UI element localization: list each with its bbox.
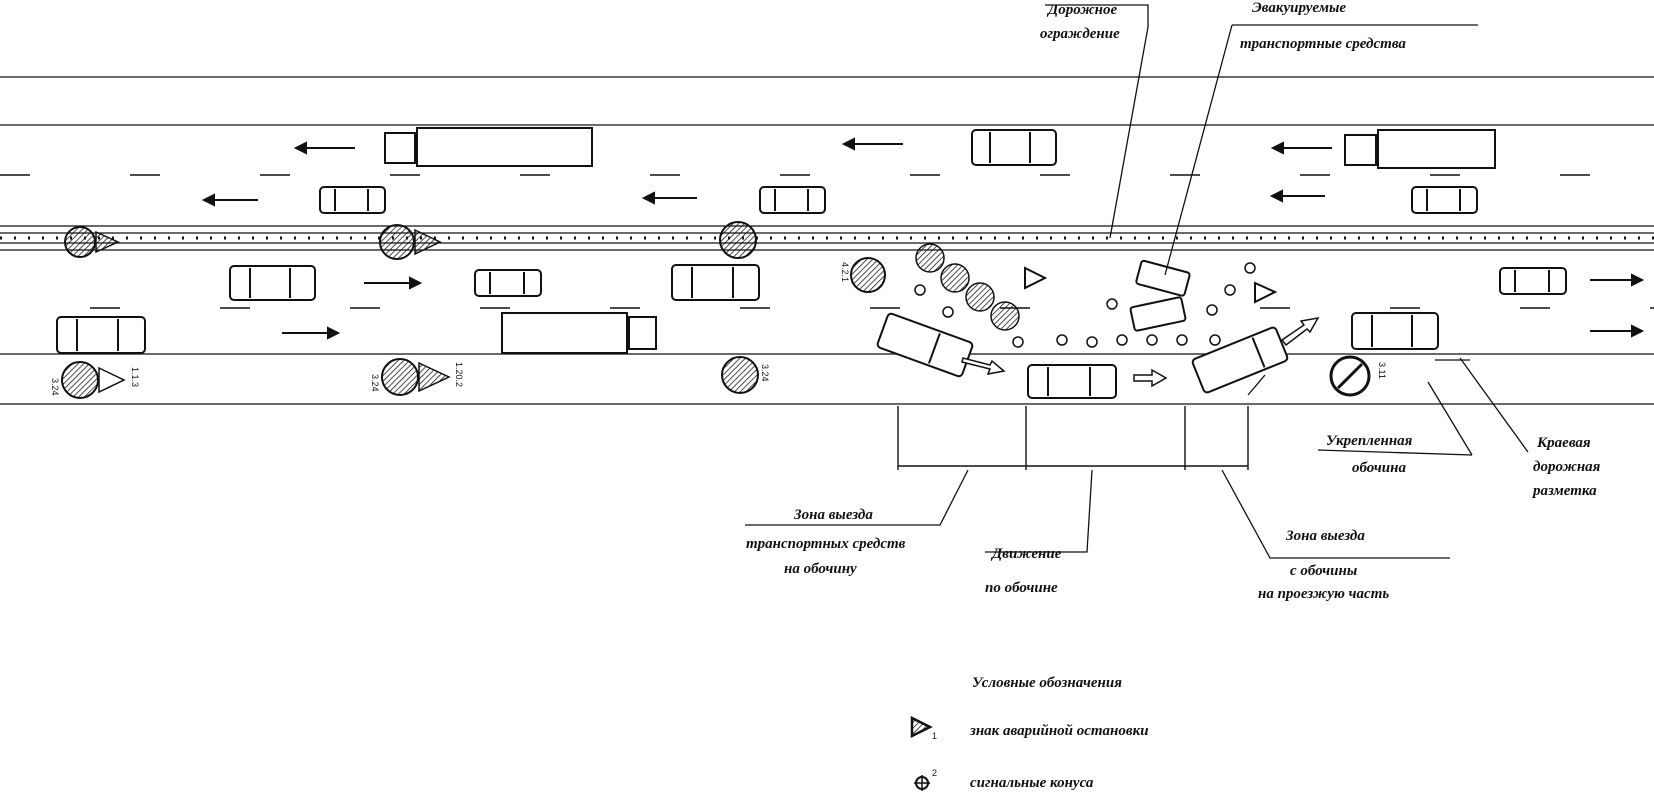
sign-circle-icon bbox=[381, 358, 451, 396]
label-edge-marking-1: Краевая bbox=[1536, 435, 1591, 451]
sign-code-labels: 3.24 1.1.3 3.24 1.20.2 3.24 4.2.1 3.11 bbox=[50, 262, 1387, 396]
car bbox=[671, 264, 760, 301]
legend-item-label: сигнальные конуса bbox=[970, 775, 1094, 791]
sign-circle-icon bbox=[850, 257, 886, 293]
sign-code: 3.24 bbox=[760, 364, 770, 382]
no-stopping-sign-icon bbox=[1329, 355, 1371, 397]
car bbox=[1499, 267, 1567, 295]
arrow-right-icon bbox=[282, 326, 341, 340]
zone-brackets bbox=[897, 406, 1249, 470]
truck bbox=[1344, 129, 1496, 169]
car bbox=[759, 186, 826, 214]
label-exit-to-shoulder-1: Зона выезда bbox=[793, 507, 873, 523]
arrow-left-icon bbox=[1269, 189, 1325, 203]
label-edge-marking-2: дорожная bbox=[1533, 459, 1601, 475]
label-road-barrier-2: ограждение bbox=[1040, 26, 1120, 42]
trucks bbox=[384, 127, 1496, 354]
arrow-left-icon bbox=[1270, 141, 1332, 155]
arrow-left-icon bbox=[641, 191, 697, 205]
emergency-stop-sign-icon bbox=[1024, 266, 1048, 290]
leader-exit-from-shoulder bbox=[1221, 469, 1450, 559]
car bbox=[56, 316, 146, 354]
car bbox=[1351, 312, 1439, 350]
legend: Условные обозначения 1 знак аварийной ос… bbox=[910, 675, 1149, 791]
sign-code: 1.20.2 bbox=[454, 362, 464, 387]
sign-circle-icon bbox=[719, 221, 757, 259]
label-exit-from-shoulder-3: на проезжую часть bbox=[1258, 586, 1389, 602]
arrow-right-icon bbox=[1590, 273, 1645, 287]
label-evacuated-1: Эвакуируемые bbox=[1252, 0, 1346, 16]
traffic-cone-icon bbox=[914, 262, 1256, 348]
sign-code: 4.2.1 bbox=[840, 262, 850, 282]
sign-code: 1.1.3 bbox=[130, 367, 140, 387]
sign-code: 3.24 bbox=[50, 378, 60, 396]
arrow-left-icon bbox=[201, 193, 258, 207]
sign-circle-icon bbox=[61, 361, 126, 399]
label-road-barrier-1: Дорожное bbox=[1046, 2, 1117, 18]
arrow-right-icon bbox=[1590, 324, 1645, 338]
car bbox=[1411, 186, 1478, 214]
arrow-left-icon bbox=[293, 141, 355, 155]
label-exit-to-shoulder-2: транспортных средств bbox=[746, 536, 906, 552]
label-edge-marking-3: разметка bbox=[1531, 483, 1597, 499]
label-reinforced-shoulder-1: Укрепленная bbox=[1326, 433, 1413, 449]
car bbox=[319, 186, 386, 214]
leader-shoulder-movement bbox=[985, 469, 1093, 553]
direction-arrows bbox=[201, 137, 1645, 340]
sign-circle-icon bbox=[379, 224, 442, 260]
sign-circle-icon bbox=[721, 356, 759, 394]
sign-code: 3.24 bbox=[370, 374, 380, 392]
leader-evacuated-vehicles bbox=[1164, 24, 1233, 276]
legend-title: Условные обозначения bbox=[972, 675, 1122, 691]
svg-text:1: 1 bbox=[932, 731, 937, 741]
diagram-labels: Дорожное ограждение Эвакуируемые транспо… bbox=[746, 0, 1601, 602]
outline-arrow-icon bbox=[1133, 368, 1168, 388]
cones-cluster-icon bbox=[915, 243, 1020, 331]
car bbox=[474, 269, 542, 297]
sign-code: 3.11 bbox=[1377, 362, 1387, 379]
evacuated-vehicle bbox=[1135, 259, 1191, 297]
evacuated-vehicle bbox=[1129, 296, 1187, 332]
label-shoulder-movement-1: Движение bbox=[990, 546, 1062, 562]
legend-item-label: знак аварийной остановки bbox=[969, 723, 1149, 739]
sign-circle-icon bbox=[64, 226, 120, 258]
svg-text:2: 2 bbox=[932, 768, 937, 778]
emergency-stop-sign-icon: 1 bbox=[910, 715, 937, 741]
shoulder-maneuver-arrows bbox=[961, 316, 1320, 388]
leader-road-barrier bbox=[1109, 26, 1149, 239]
label-evacuated-2: транспортные средства bbox=[1240, 36, 1406, 52]
truck bbox=[501, 312, 657, 354]
label-exit-from-shoulder-2: с обочины bbox=[1290, 563, 1357, 579]
leader-exit-to-shoulder bbox=[745, 469, 969, 526]
label-exit-to-shoulder-3: на обочину bbox=[784, 561, 857, 577]
emergency-stop-sign-icon bbox=[1254, 281, 1278, 304]
outline-arrow-icon bbox=[1280, 316, 1320, 347]
car bbox=[971, 129, 1057, 166]
truck bbox=[384, 127, 593, 167]
car bbox=[229, 265, 316, 301]
median-barrier bbox=[0, 225, 1654, 251]
road-edges bbox=[0, 76, 1654, 405]
cars bbox=[56, 129, 1567, 399]
label-shoulder-movement-2: по обочине bbox=[985, 580, 1058, 596]
traffic-cone-icon: 2 bbox=[914, 768, 937, 791]
road-signs bbox=[61, 221, 1371, 399]
label-reinforced-shoulder-2: обочина bbox=[1352, 460, 1406, 476]
arrow-left-icon bbox=[841, 137, 903, 151]
label-exit-from-shoulder-1: Зона выезда bbox=[1285, 528, 1365, 544]
arrow-right-icon bbox=[364, 276, 423, 290]
leader-lines bbox=[745, 4, 1529, 559]
car-exiting-shoulder bbox=[1191, 326, 1289, 394]
car-entering-shoulder bbox=[876, 312, 974, 378]
lane-markings bbox=[0, 174, 1654, 309]
outline-arrow-icon bbox=[961, 357, 1006, 375]
car-on-shoulder bbox=[1027, 364, 1117, 399]
